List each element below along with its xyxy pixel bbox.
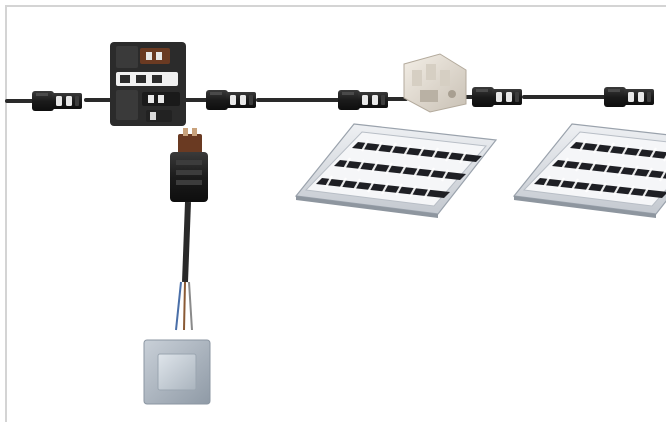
ceiling-luminaire-icon: [514, 124, 666, 218]
plug-connector-icon: [206, 90, 256, 110]
distribution-block-icon: [110, 42, 186, 126]
plug-connector-icon: [472, 87, 522, 107]
plug-connector-icon: [338, 90, 388, 110]
frame-border: [6, 6, 666, 422]
plug-connector-icon: [32, 91, 82, 111]
light-switch-icon: [144, 340, 210, 404]
coupler-block-icon: [404, 54, 466, 112]
ceiling-luminaire-icon: [296, 124, 496, 218]
plug-connector-icon: [604, 87, 654, 107]
brown-plug-icon: [170, 152, 208, 202]
switch-drop-cable: [170, 128, 208, 330]
